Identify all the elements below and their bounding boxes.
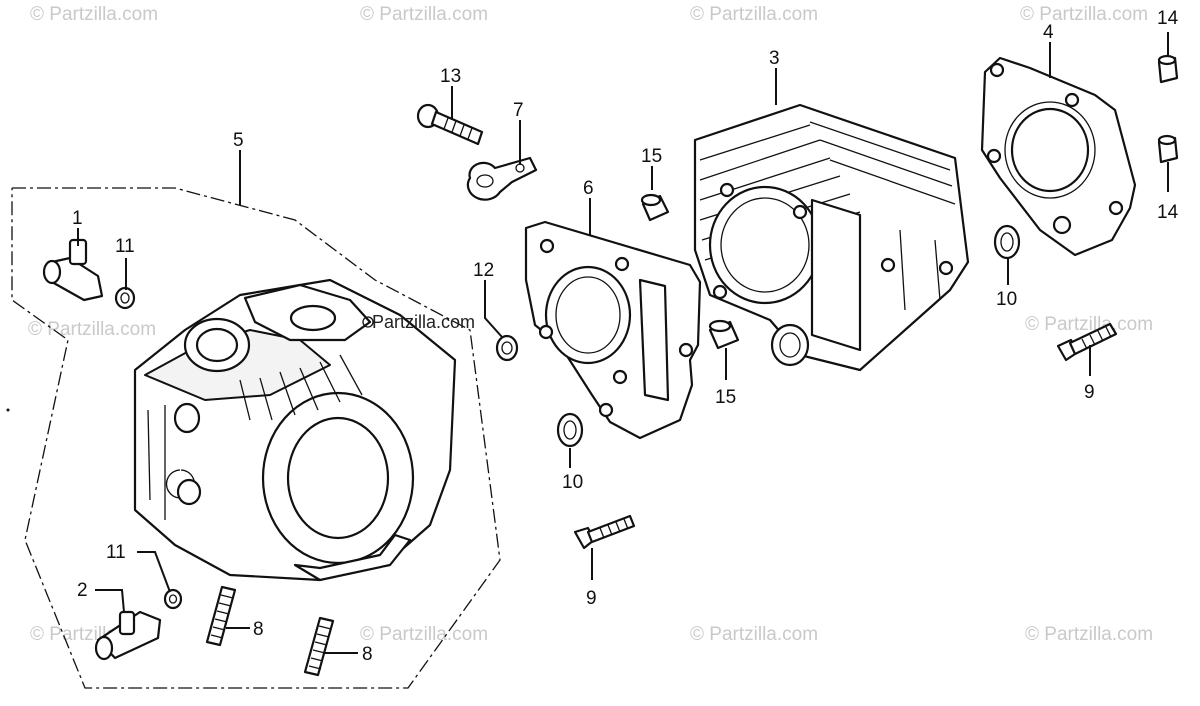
inline-brand-label: Partzilla.com bbox=[372, 312, 475, 332]
callout-6: 6 bbox=[583, 178, 594, 199]
callout-9-right: 9 bbox=[1084, 382, 1095, 403]
watermark: © Partzilla.com bbox=[690, 624, 818, 645]
cylinder-head bbox=[133, 278, 457, 582]
part-8-stud-b bbox=[303, 616, 335, 677]
callout-8-a: 8 bbox=[253, 619, 264, 640]
part-10-seal-left bbox=[556, 412, 584, 448]
watermark: © Partzilla.com bbox=[360, 4, 488, 25]
part-10-seal-left-inner bbox=[563, 420, 577, 440]
brand-bullet bbox=[362, 316, 374, 328]
callout-3: 3 bbox=[769, 48, 780, 69]
watermarks: © Partzilla.com © Partzilla.com © Partzi… bbox=[28, 4, 1153, 645]
part-11-oring-top-inner bbox=[120, 292, 130, 304]
callout-10-right: 10 bbox=[996, 289, 1017, 310]
callout-12: 12 bbox=[473, 260, 494, 281]
part-3-cylinder bbox=[693, 103, 970, 372]
part-7-clamp bbox=[466, 156, 538, 201]
part-15-dowel-bottom bbox=[708, 319, 740, 350]
part-11-oring-top bbox=[114, 286, 136, 310]
callout-5: 5 bbox=[233, 130, 244, 151]
part-2-union bbox=[94, 610, 162, 661]
part-13-bolt bbox=[416, 103, 484, 146]
callout-14-top: 14 bbox=[1157, 8, 1179, 29]
leader-lines bbox=[77, 32, 1169, 654]
part-11-oring-bottom bbox=[163, 588, 183, 610]
callout-11-top: 11 bbox=[115, 236, 135, 257]
part-12-collar-inner bbox=[501, 341, 513, 355]
part-15-dowel-top bbox=[640, 193, 670, 222]
part-1-union bbox=[42, 238, 104, 302]
part-9-bolt-right bbox=[1056, 322, 1118, 362]
watermark: © Partzilla.com bbox=[1025, 624, 1153, 645]
callout-10-left: 10 bbox=[562, 472, 583, 493]
callout-9-center: 9 bbox=[586, 588, 597, 609]
part-10-seal-right bbox=[993, 224, 1021, 260]
callouts: 5 1 11 2 11 8 8 13 7 12 6 10 9 15 15 3 4… bbox=[72, 8, 1179, 665]
watermark: © Partzilla.com bbox=[30, 4, 158, 25]
part-8-stud-a bbox=[205, 585, 237, 647]
part-10-seal-right-inner bbox=[1000, 232, 1014, 252]
callout-7: 7 bbox=[513, 100, 524, 121]
part-6-head-gasket bbox=[524, 220, 702, 440]
speck bbox=[6, 408, 10, 412]
watermark: © Partzilla.com bbox=[1025, 314, 1153, 335]
part-12-collar bbox=[495, 334, 519, 362]
watermark: © Partzilla.com bbox=[1020, 4, 1148, 25]
watermark: © Partzilla.com bbox=[28, 319, 156, 340]
callout-2: 2 bbox=[77, 580, 88, 601]
callout-11-bottom: 11 bbox=[106, 542, 126, 563]
assembly-boundary bbox=[11, 187, 501, 689]
callout-15-top: 15 bbox=[641, 146, 662, 167]
part-11-oring-bottom-inner bbox=[168, 594, 178, 604]
watermark: © Partzilla.com bbox=[360, 624, 488, 645]
callout-4: 4 bbox=[1043, 22, 1054, 43]
part-9-bolt-center bbox=[573, 514, 636, 550]
callout-14-bottom: 14 bbox=[1157, 202, 1179, 223]
watermark: © Partzilla.com bbox=[690, 4, 818, 25]
part-4-base-gasket bbox=[980, 56, 1137, 257]
callout-15-bottom: 15 bbox=[715, 387, 736, 408]
callout-13: 13 bbox=[440, 66, 461, 87]
callout-1: 1 bbox=[72, 208, 83, 229]
callout-8-b: 8 bbox=[362, 644, 373, 665]
part-14-dowel-bottom bbox=[1157, 134, 1179, 164]
part-14-dowel-top bbox=[1157, 54, 1179, 84]
